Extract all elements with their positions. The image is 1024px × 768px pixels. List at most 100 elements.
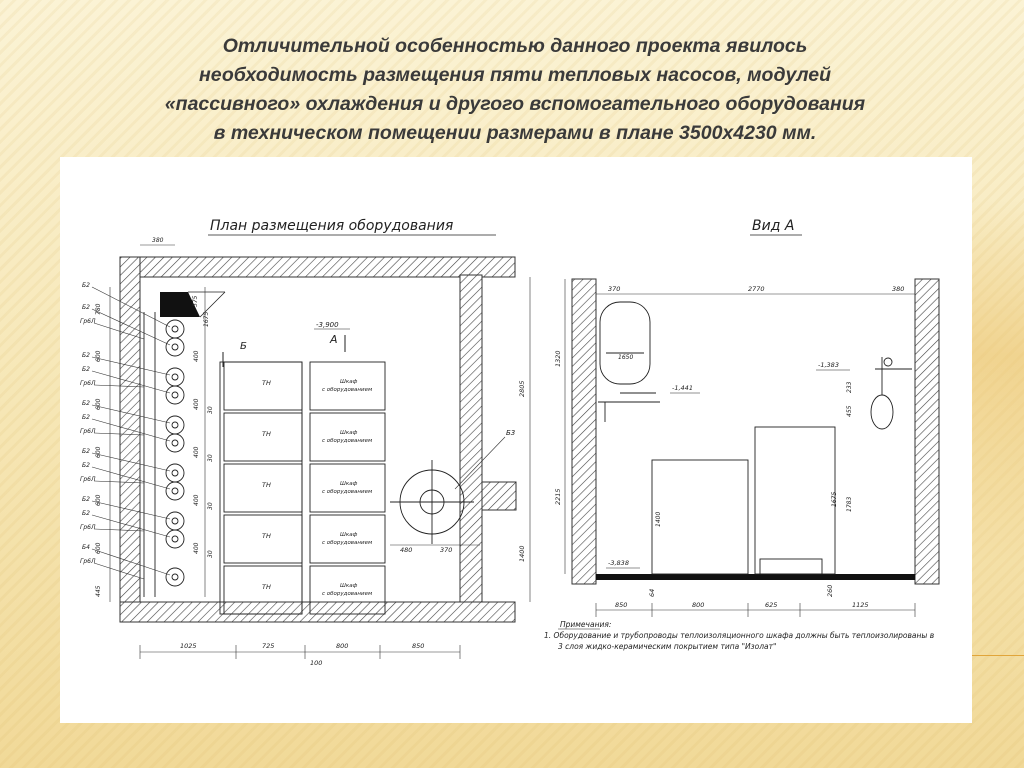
cabinet-label: Шкаф [340,481,358,487]
dim-label: 1400 [518,545,526,562]
dim-label: 780 [95,303,102,315]
pipe-label: Б2 [82,496,90,503]
dim-label: 64 [648,589,656,597]
pipe-label: Гр6Л [80,380,96,387]
plan-level: -3,900 [316,321,339,329]
dim-label: 370 [608,285,620,293]
tank-level: -1,441 [672,384,693,392]
dim-label: 260 [826,585,834,597]
heading-line-1: Отличительной особенностью данного проек… [222,35,808,57]
dim-label: 600 [95,398,102,410]
pipe-label: Б4 [82,544,90,551]
hp-label: ТН [262,481,271,489]
tank-dims: 480 370 [400,546,452,554]
dim-label: 850 [412,642,424,650]
right-level: -1,383 [818,361,839,369]
floor-level: -3,838 [608,559,629,567]
hp-label: ТН [262,430,271,438]
pipe-label: Б2 [82,448,90,455]
dim-label: 30 [207,550,214,558]
dim-label: 400 [193,446,200,458]
note-line-1: 1. Оборудование и трубопроводы теплоизол… [544,631,934,640]
dim-label: 850 [615,601,627,609]
section-marker: Б [240,341,247,352]
dim-label: 800 [336,642,348,650]
dim-label: 2770 [748,285,765,293]
cabinet-label: Шкаф [340,379,358,385]
plan-wall-bottom [119,601,516,623]
right-decoration [972,200,1024,720]
dim-label: 725 [262,642,274,650]
view-bottom-labels: 850 800 625 1125 64 260 [615,585,869,609]
dim-label: 600 [95,494,102,506]
dim-label: 380 [892,285,904,293]
view-equipment [651,426,836,575]
plan-title: План размещения оборудования [210,218,453,234]
view-top-dims: 370 2770 380 [608,285,904,293]
dim-label: 575 [192,295,199,307]
dim-label: 800 [692,601,704,609]
pipe-label: Гр6Л [80,318,96,325]
dim-label: 480 [400,546,412,554]
dim-label: 2215 [554,488,562,505]
dim-label: 1400 [655,512,662,527]
pipe-label: Б2 [82,366,90,373]
dim-label: 1125 [852,601,869,609]
dim-label: 1025 [180,642,197,650]
plan-corner-block [160,292,200,317]
pipe-label: Б2 [82,352,90,359]
cabinet-sublabel: с оборудованием [322,591,372,597]
plan-wall-right [459,274,483,606]
view-floor [596,574,915,580]
view-bottom-dimension [595,603,916,617]
view-wall-right [914,278,940,585]
dim-label: 625 [765,601,777,609]
pipe-label: Гр6Л [80,476,96,483]
dim-label: 370 [440,546,452,554]
dim-label: 30 [207,502,214,510]
pipe-spacing-dims: 1675 575 400 400 400 400 400 30 30 30 30 [192,295,214,558]
plan-bottom-labels: 1025 725 800 850 100 [180,642,424,667]
pipe-column [143,312,185,597]
cabinet-label: Шкаф [340,583,358,589]
hp-label: ТН [262,532,271,540]
plan-wall-left [119,256,141,623]
cabinet-sublabel: с оборудованием [322,489,372,495]
pipe-label: Гр6Л [80,524,96,531]
dim-label: 1320 [554,350,562,367]
view-inner-dims: 1400 1675 1783 455 233 [655,381,853,527]
equipment-grid: ТН ТН ТН ТН ТН Шкаф с оборудованием Шкаф… [219,361,386,615]
dim-label: 1675 [203,312,210,327]
dim-label: 400 [193,494,200,506]
note-line-2: 3 слоя жидко-керамическим покрытием типа… [558,642,776,651]
heading-line-3: «пассивного» охлаждения и другого вспомо… [164,93,866,115]
dim-label: 600 [95,446,102,458]
pipe-labels: Б2 Б2 Гр6Л Б2 Б2 Гр6Л Б2 Б2 Гр6Л Б2 Б2 Г… [80,282,96,565]
left-dimension-labels: 780 600 600 600 600 600 445 [95,303,102,597]
dim-label: 1783 [846,497,853,512]
dim-label: 400 [193,542,200,554]
dim-label: 380 [152,237,164,244]
view-wall-left [571,278,597,585]
dim-label: 2805 [518,380,526,397]
pipe-label: Б2 [82,510,90,517]
pipe-label: Б2 [82,400,90,407]
pipe-label: Б2 [82,282,90,289]
tank-elevation [598,301,660,422]
heading-line-4: в техническом помещении размерами в план… [213,122,817,144]
dim-label: 233 [846,381,853,393]
dim-label: 100 [310,659,322,667]
cabinet-label: Шкаф [340,532,358,538]
cabinet-sublabel: с оборудованием [322,438,372,444]
hp-label: ТН [262,379,271,387]
view-title: Вид А [752,218,794,234]
heading-line-2: необходимость размещения пяти тепловых н… [198,64,831,86]
dim-label: 30 [207,454,214,462]
dim-label: 445 [95,585,102,597]
hp-label: ТН [262,583,271,591]
dim-label: 1650 [618,354,633,361]
pipe-label: Б2 [82,462,90,469]
cabinet-sublabel: с оборудованием [322,540,372,546]
pipe-label: Б2 [82,414,90,421]
slide-heading: Отличительной особенностью данного проек… [40,32,990,148]
